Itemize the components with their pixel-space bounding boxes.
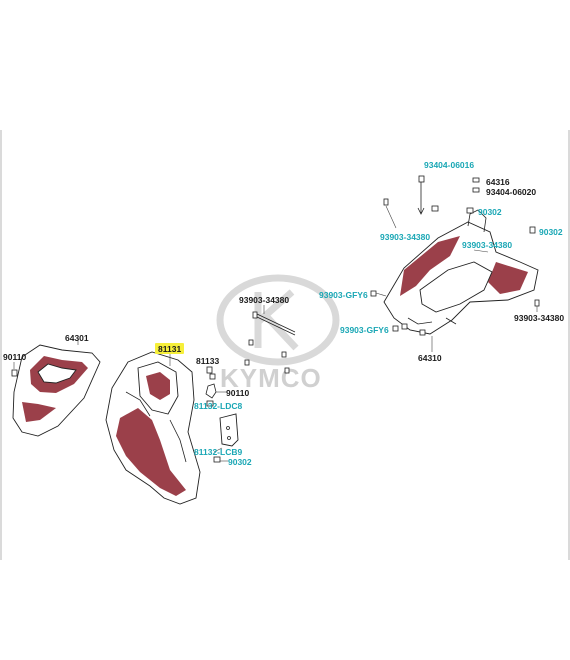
clip-81132-ldc8 (206, 400, 214, 407)
label-93404-06020: 93404-06020 (486, 187, 536, 197)
part-64310-floor-panel (383, 209, 539, 336)
part-81131-inner-cover (105, 351, 201, 505)
label-64316: 64316 (486, 177, 510, 187)
label-93903-gfy6-a: 93903-GFY6 (319, 290, 368, 300)
screw-93903-gfy6-a (370, 290, 387, 297)
nut-90302-mid (213, 456, 221, 463)
watermark-text: KYMCO (220, 363, 322, 393)
label-90302-mid: 90302 (228, 457, 252, 467)
leader-81132-lcb9 (213, 447, 223, 453)
label-90302-top: 90302 (478, 207, 502, 217)
label-90110-left: 90110 (3, 352, 26, 362)
label-81133: 81133 (196, 356, 219, 366)
screw-93903-34380-d (534, 299, 540, 312)
screw-81133 (206, 366, 216, 380)
label-93903-34380-b: 93903-34380 (380, 232, 430, 242)
label-81132-ldc8: 81132-LDC8 (194, 401, 242, 411)
screw-93903-34380-c (473, 249, 489, 253)
highlight-81131 (155, 343, 184, 354)
screw-93903-gfy6-b (392, 325, 399, 332)
label-64310: 64310 (418, 353, 442, 363)
parts-64316 (431, 177, 480, 212)
label-90110-mid: 90110 (226, 388, 249, 398)
label-90302-right: 90302 (539, 227, 563, 237)
part-64301-front-panel (12, 344, 101, 437)
label-93903-34380-d: 93903-34380 (514, 313, 564, 323)
bolt-93404-06016 (417, 175, 425, 215)
nut-90302-top (466, 207, 474, 214)
loose-screws-center (244, 339, 290, 374)
label-64301: 64301 (65, 333, 89, 343)
watermark-logo-ring (216, 274, 340, 366)
rod-93903-34380-center (252, 311, 296, 336)
label-93404-06016: 93404-06016 (424, 160, 474, 170)
nut-90302-right (529, 226, 536, 234)
screw-90110-mid (205, 383, 217, 399)
label-81131: 81131 (158, 344, 181, 354)
bracket-81132-lcb9 (219, 413, 239, 447)
label-93903-34380-a: 93903-34380 (239, 295, 289, 305)
label-93903-gfy6-b: 93903-GFY6 (340, 325, 389, 335)
label-93903-34380-c: 93903-34380 (462, 240, 512, 250)
label-81132-lcb9: 81132-LCB9 (194, 447, 242, 457)
screw-90110-left (11, 369, 18, 377)
screw-93903-34380-b (383, 198, 397, 229)
